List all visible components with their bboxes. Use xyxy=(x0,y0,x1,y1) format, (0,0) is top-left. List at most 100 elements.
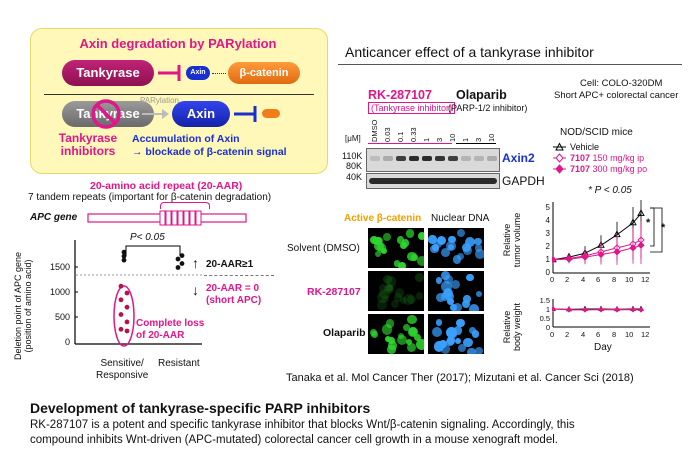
lane-label: 10 xyxy=(487,133,496,142)
compound1-label: RK-287107 xyxy=(368,88,432,102)
data-point xyxy=(118,326,124,332)
cell-nucleus xyxy=(469,303,480,311)
nuclear-dna-label: Nuclear DNA xyxy=(431,213,490,224)
cell-nucleus xyxy=(393,260,401,268)
cell-desc-label: Short APC+ colorectal cancer xyxy=(554,90,679,101)
significance-brackets xyxy=(650,207,663,253)
footer-body: RK-287107 is a potent and specific tanky… xyxy=(30,419,575,446)
cell-nucleus xyxy=(444,289,452,297)
cell-nucleus xyxy=(457,343,466,352)
data-point xyxy=(179,261,185,266)
cell-nucleus xyxy=(406,294,417,305)
axin-small-pill: Axin xyxy=(186,66,210,80)
tankyrase-pill: Tankyrase xyxy=(62,60,154,86)
axin2-label: Axin2 xyxy=(502,151,535,165)
mice-label: NOD/SCID mice xyxy=(560,127,633,138)
mw-80: 80K xyxy=(346,161,363,171)
beta-catenin-small-pill xyxy=(262,109,280,118)
axin2-band xyxy=(383,156,393,161)
cell-nucleus xyxy=(462,300,470,309)
cell-nucleus xyxy=(408,326,419,337)
apc-gene-bar xyxy=(87,210,247,226)
cell-nucleus xyxy=(417,231,424,241)
data-point xyxy=(175,256,181,262)
cell-nucleus xyxy=(463,246,473,255)
cell-nucleus xyxy=(384,284,394,294)
bw-ytick: 0 xyxy=(545,323,550,332)
data-point xyxy=(566,307,572,313)
cell-nucleus xyxy=(474,237,482,246)
star-2: * xyxy=(661,222,666,234)
data-point xyxy=(638,307,644,313)
cell-nucleus xyxy=(446,298,454,306)
lane-label: 10 xyxy=(448,133,457,142)
cell-nucleus xyxy=(439,339,448,348)
dotted-link-1 xyxy=(212,73,226,74)
active-bc-label: Active β-catenin xyxy=(344,213,422,224)
cell-nucleus xyxy=(428,235,437,244)
threshold-line-ext xyxy=(204,275,274,276)
legend-vehicle: Vehicle xyxy=(570,142,600,152)
cell-nucleus xyxy=(440,248,450,258)
data-point xyxy=(597,250,605,259)
data-point xyxy=(565,255,573,263)
data-point xyxy=(598,306,604,313)
lane-label: 3 xyxy=(435,137,444,142)
axin2-band xyxy=(435,156,445,161)
compound2-label: Olaparib xyxy=(456,88,507,102)
cell-nucleus xyxy=(451,280,461,290)
cell-nucleus xyxy=(474,244,483,253)
cell-nucleus xyxy=(447,235,456,244)
tv-xticks: 0 2 4 6 8 10 12 xyxy=(550,275,650,284)
cell-nucleus xyxy=(414,272,424,282)
cell-nucleus xyxy=(475,248,484,259)
aar-scatter-plot xyxy=(74,240,204,347)
axin2-band xyxy=(461,156,471,161)
cell-nucleus xyxy=(384,336,391,343)
cell-nucleus xyxy=(457,228,466,238)
legend-rk-po: 7107 300 mg/kg po xyxy=(570,164,648,174)
aar-subtitle: 7 tandem repeats (important for β-cateni… xyxy=(28,192,272,203)
cell-nucleus xyxy=(406,339,413,346)
cell-nucleus xyxy=(467,347,476,354)
cell-nucleus xyxy=(410,253,419,262)
aar-p-value: P< 0.05 xyxy=(130,232,165,243)
data-point xyxy=(629,218,637,226)
beta-catenin-pill: β-catenin xyxy=(228,62,300,84)
axin2-band xyxy=(422,156,432,161)
cell-nucleus xyxy=(443,275,453,284)
micro-blue-ola xyxy=(428,314,484,354)
star-1: * xyxy=(646,217,651,229)
data-point xyxy=(630,306,636,313)
row-rk-label: RK-287107 xyxy=(307,286,361,298)
data-point xyxy=(124,328,130,334)
axin2-band xyxy=(474,156,484,161)
axin2-band xyxy=(409,156,419,161)
cell-line-label: Cell: COLO-320DM xyxy=(580,78,663,89)
accumulation-label: Accumulation of Axin → blockade of β-cat… xyxy=(132,133,287,158)
micro-blue-solvent xyxy=(428,228,484,268)
cell-nucleus xyxy=(370,236,379,244)
apc-gene-label: APC gene xyxy=(30,212,78,223)
cell-nucleus xyxy=(441,344,451,354)
um-label: [μM] xyxy=(345,134,361,143)
cell-nucleus xyxy=(388,341,397,350)
data-point xyxy=(552,306,556,312)
body-weight-chart xyxy=(552,299,650,328)
xeno-xlabel: Day xyxy=(594,342,612,353)
cell-nucleus xyxy=(436,235,446,245)
compound1-sub: (Tankyrase inhibitor) xyxy=(368,102,456,114)
cell-nucleus xyxy=(406,342,416,352)
cell-nucleus xyxy=(386,285,393,293)
cell-nucleus xyxy=(393,293,403,303)
citation: Tanaka et al. Mol Cancer Ther (2017); Mi… xyxy=(286,372,634,384)
ola-lane-bracket xyxy=(456,143,496,144)
data-point xyxy=(121,257,127,263)
cell-nucleus xyxy=(374,250,381,257)
micro-green-rk xyxy=(368,271,424,311)
axin-pill: Axin xyxy=(172,101,230,127)
cell-nucleus xyxy=(376,292,388,304)
cell-nucleus xyxy=(405,229,415,238)
cell-nucleus xyxy=(456,318,465,328)
row-solvent-label: Solvent (DMSO) xyxy=(287,243,360,254)
